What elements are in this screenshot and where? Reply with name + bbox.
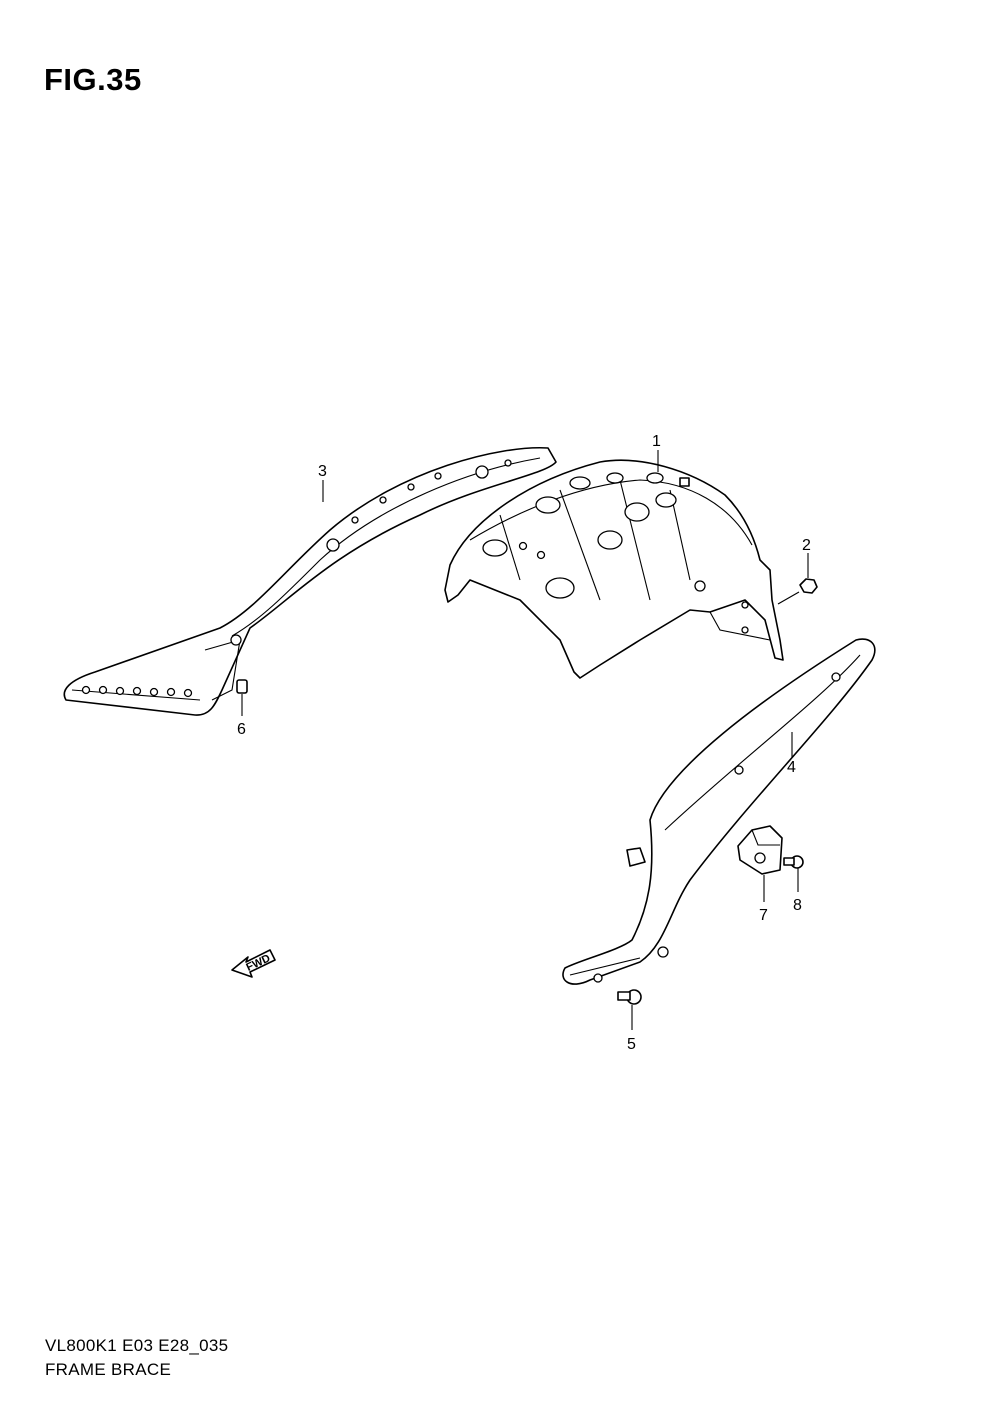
callout-5: 5 bbox=[627, 1036, 636, 1053]
left-frame-brace bbox=[63, 446, 557, 716]
callout-8: 8 bbox=[793, 897, 802, 914]
bolt-5 bbox=[617, 989, 642, 1030]
figure-title: FIG.35 bbox=[44, 62, 142, 97]
right-frame-brace bbox=[562, 638, 876, 985]
clamp-7 bbox=[737, 825, 783, 902]
callout-1: 1 bbox=[652, 433, 661, 450]
callout-7: 7 bbox=[759, 907, 768, 924]
fwd-label: FWD bbox=[244, 952, 272, 973]
callout-4: 4 bbox=[787, 759, 796, 776]
rear-cover bbox=[444, 459, 784, 679]
forward-direction-arrow: FWD bbox=[231, 949, 276, 978]
model-code: VL800K1 E03 E28_035 bbox=[45, 1336, 229, 1355]
figure-name: FRAME BRACE bbox=[45, 1360, 172, 1379]
callout-2: 2 bbox=[802, 537, 811, 554]
bolt-6 bbox=[236, 679, 248, 716]
callout-6: 6 bbox=[237, 721, 246, 738]
nut-2 bbox=[777, 553, 818, 605]
callout-3: 3 bbox=[318, 463, 327, 480]
screw-8 bbox=[783, 855, 804, 892]
